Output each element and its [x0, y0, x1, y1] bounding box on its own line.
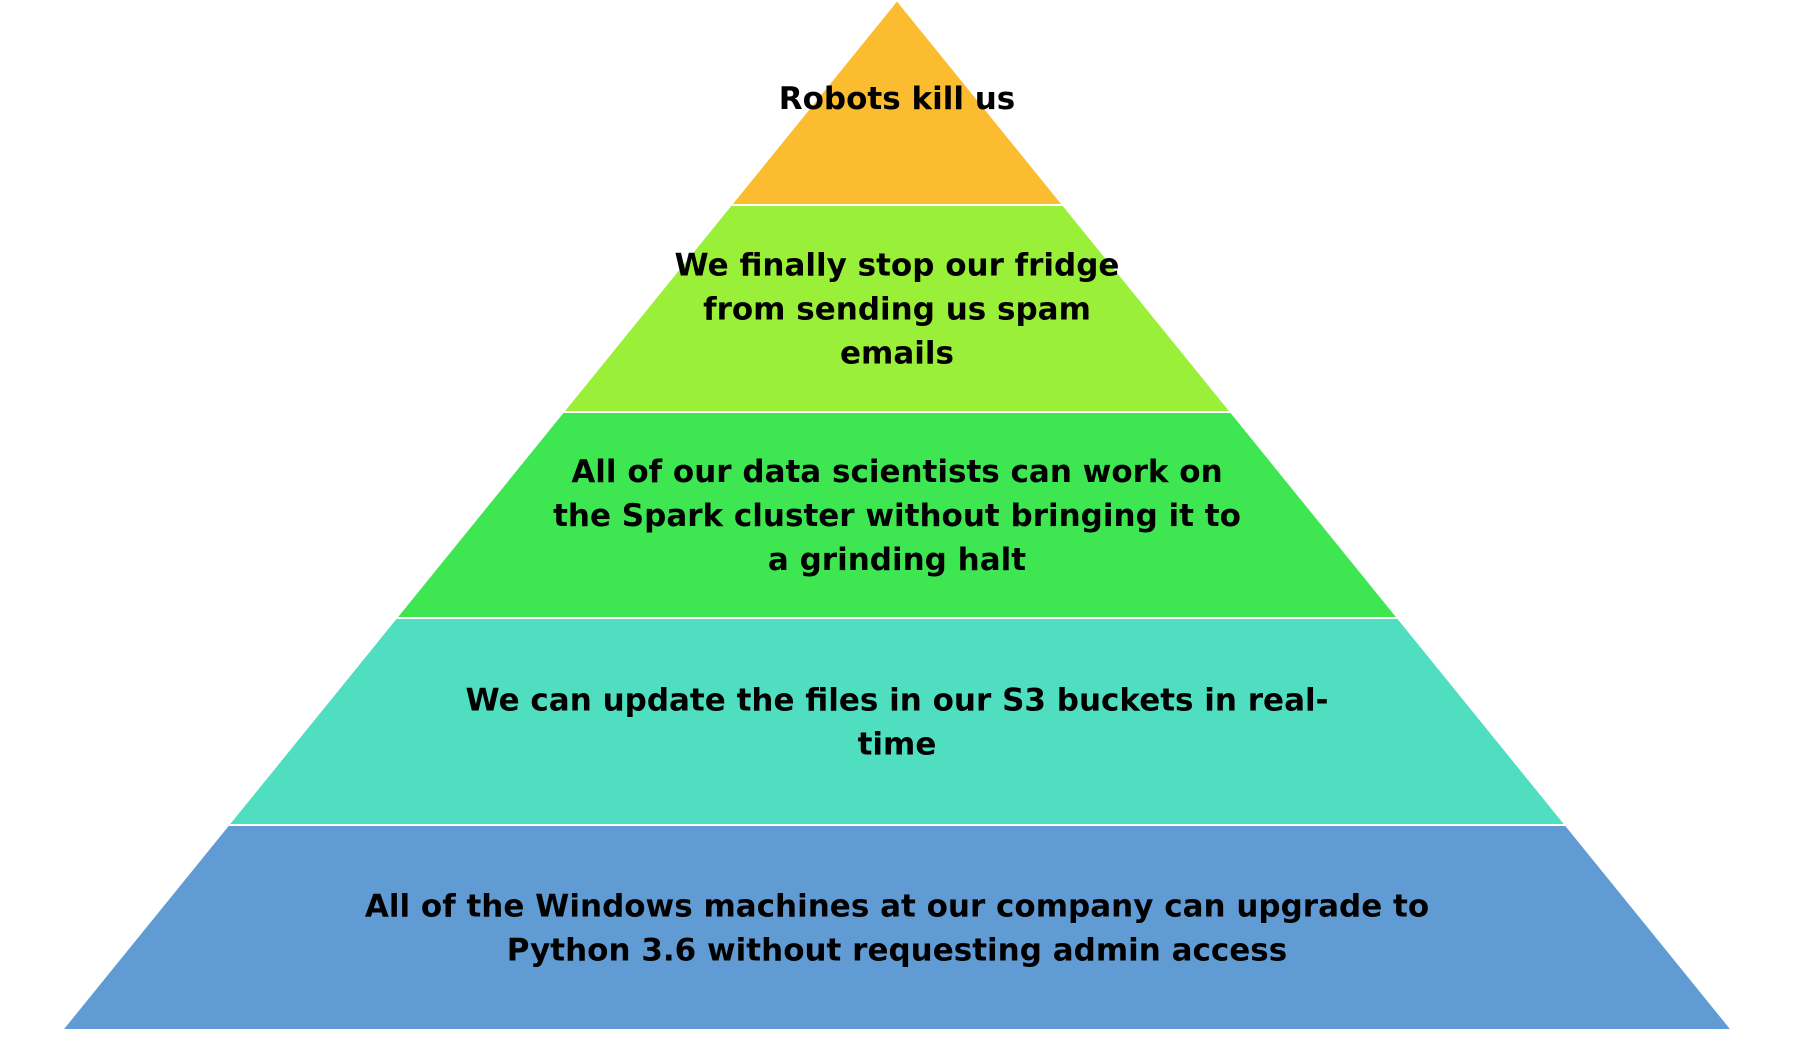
pyramid-tier-5-line-1: All of the Windows machines at our compa…: [365, 889, 1429, 925]
pyramid-tier-2-line-2: from sending us spam: [703, 292, 1091, 328]
pyramid-tier-2-line-3: emails: [840, 336, 954, 372]
pyramid-tier-4-line-2: time: [858, 727, 937, 763]
pyramid-tier-4: [226, 617, 1568, 826]
pyramid-tier-3-label: All of our data scientists can work on th…: [553, 454, 1241, 578]
pyramid-tier-2-label: We finally stop our fridge from sending u…: [675, 248, 1120, 372]
pyramid-tier-1-line-1: Robots kill us: [779, 81, 1016, 117]
pyramid-labels: Robots kill us We finally stop our fridge…: [365, 81, 1429, 969]
pyramid-tier-5-line-2: Python 3.6 without requesting admin acce…: [507, 933, 1287, 969]
pyramid-tier-3-line-1: All of our data scientists can work on: [571, 454, 1222, 490]
pyramid-tier-2-line-1: We finally stop our fridge: [675, 248, 1120, 284]
pyramid-tier-4-label: We can update the files in our S3 bucket…: [466, 683, 1329, 763]
pyramid-tier-3-line-3: a grinding halt: [768, 542, 1026, 578]
pyramid-tiers: [59, 0, 1735, 1031]
pyramid-tier-1-label: Robots kill us: [779, 81, 1016, 117]
pyramid-tier-4-line-1: We can update the files in our S3 bucket…: [466, 683, 1329, 719]
pyramid-tier-5-label: All of the Windows machines at our compa…: [365, 889, 1429, 969]
pyramid-tier-5: [59, 824, 1735, 1031]
pyramid-tier-3-line-2: the Spark cluster without bringing it to: [553, 498, 1241, 534]
